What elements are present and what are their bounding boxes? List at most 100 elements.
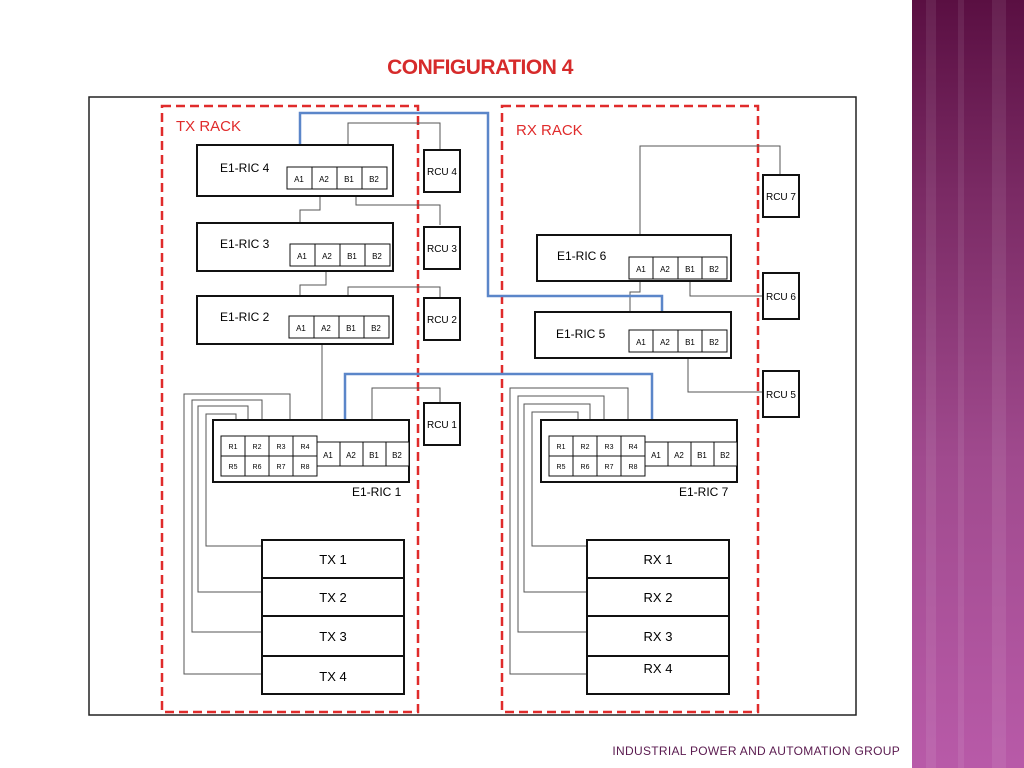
port-b1: B1	[369, 451, 379, 460]
r-port-grid-ric1: R1 R2 R3 R4 R5 R6 R7 R8	[220, 435, 318, 477]
port-group-ric6: A1 A2 B1 B2	[628, 256, 728, 280]
port-a1: A1	[297, 252, 307, 261]
port-a2: A2	[321, 324, 331, 333]
tx-4-label: TX 4	[319, 669, 346, 684]
diagram-frame	[88, 96, 857, 716]
r-port: R8	[301, 464, 310, 471]
port-b2: B2	[369, 175, 379, 184]
port-a1: A1	[294, 175, 304, 184]
ric-2-label: E1-RIC 2	[220, 310, 270, 324]
port-group-ric5: A1 A2 B1 B2	[628, 329, 728, 353]
tx-4-box	[261, 655, 405, 695]
port-a2: A2	[319, 175, 329, 184]
rx-4-label: RX 4	[644, 661, 673, 676]
rx-2-label: RX 2	[644, 590, 673, 605]
port-a1: A1	[636, 265, 646, 274]
gray-wires	[183, 122, 781, 675]
r-port: R1	[229, 444, 238, 451]
port-b2: B2	[392, 451, 402, 460]
configuration-diagram: TX RACK RX RACK RCU 4 RCU 3 R	[88, 96, 857, 716]
rcu-3-box	[423, 226, 461, 270]
rcu-units: RCU 4 RCU 3 RCU 2 RCU 1 RCU 7 RCU 6 RCU …	[423, 149, 800, 446]
port-b2: B2	[720, 451, 730, 460]
rx-2-box	[586, 577, 730, 617]
rcu-2-box	[423, 297, 461, 341]
port-a1: A1	[636, 338, 646, 347]
r-port: R4	[629, 444, 638, 451]
rx-4-box	[586, 655, 730, 695]
port-b2: B2	[709, 338, 719, 347]
r-port: R7	[277, 464, 286, 471]
port-group-ric4: A1 A2 B1 B2	[286, 166, 388, 190]
port-b2: B2	[371, 324, 381, 333]
port-a2: A2	[674, 451, 684, 460]
r-port: R3	[605, 444, 614, 451]
r-port: R1	[557, 444, 566, 451]
ric-1-label: E1-RIC 1	[352, 485, 402, 499]
rx-1-label: RX 1	[644, 552, 673, 567]
rcu-1-box	[423, 402, 461, 446]
tx-stack: TX 1 TX 2 TX 3 TX 4	[261, 539, 405, 695]
rcu-3-label: RCU 3	[427, 244, 457, 255]
tx-3-label: TX 3	[319, 629, 346, 644]
port-b1: B1	[347, 252, 357, 261]
port-a2: A2	[660, 265, 670, 274]
rcu-7-label: RCU 7	[766, 192, 796, 203]
rcu-6-box	[762, 272, 800, 320]
r-port: R2	[581, 444, 590, 451]
port-b1: B1	[697, 451, 707, 460]
port-group-ric3: A1 A2 B1 B2	[289, 243, 391, 267]
ric-5-label: E1-RIC 5	[556, 327, 606, 341]
r-port: R5	[229, 464, 238, 471]
rx-3-box	[586, 615, 730, 657]
port-a1: A1	[323, 451, 333, 460]
tx-rack-label: TX RACK	[176, 118, 241, 135]
ric-7-label: E1-RIC 7	[679, 485, 729, 499]
rcu-5-label: RCU 5	[766, 390, 796, 401]
r-port: R6	[253, 464, 262, 471]
tx-2-label: TX 2	[319, 590, 346, 605]
rcu-4-label: RCU 4	[427, 167, 457, 178]
port-a1: A1	[651, 451, 661, 460]
r-port: R6	[581, 464, 590, 471]
r-port: R2	[253, 444, 262, 451]
tx-3-box	[261, 615, 405, 657]
page-title: CONFIGURATION 4	[387, 56, 573, 79]
port-b1: B1	[346, 324, 356, 333]
rcu-6-label: RCU 6	[766, 292, 796, 303]
rcu-7-box	[762, 174, 800, 218]
footer-text: INDUSTRIAL POWER AND AUTOMATION GROUP	[612, 744, 900, 758]
ric-4-label: E1-RIC 4	[220, 161, 270, 175]
tx-rack-border	[160, 104, 420, 714]
r-port-grid-ric7: R1 R2 R3 R4 R5 R6 R7 R8	[548, 435, 646, 477]
port-a2: A2	[660, 338, 670, 347]
tx-1-label: TX 1	[319, 552, 346, 567]
decorative-sidebar	[912, 0, 1024, 768]
r-port: R5	[557, 464, 566, 471]
r-port: R7	[605, 464, 614, 471]
port-group-ric7: A1 A2 B1 B2	[644, 441, 738, 467]
rcu-2-label: RCU 2	[427, 315, 457, 326]
port-b1: B1	[685, 338, 695, 347]
tx-2-box	[261, 577, 405, 617]
blue-links	[298, 111, 664, 440]
port-b1: B1	[344, 175, 354, 184]
port-b2: B2	[372, 252, 382, 261]
rx-3-label: RX 3	[644, 629, 673, 644]
port-group-ric1: A1 A2 B1 B2	[316, 441, 410, 467]
rcu-1-label: RCU 1	[427, 420, 457, 431]
port-b1: B1	[685, 265, 695, 274]
rcu-4-box	[423, 149, 461, 193]
port-a1: A1	[296, 324, 306, 333]
ric-6-label: E1-RIC 6	[557, 249, 607, 263]
port-group-ric2: A1 A2 B1 B2	[288, 315, 390, 339]
port-a2: A2	[346, 451, 356, 460]
r-port: R8	[629, 464, 638, 471]
rx-rack-label: RX RACK	[516, 122, 583, 139]
rcu-5-box	[762, 370, 800, 418]
port-a2: A2	[322, 252, 332, 261]
rx-1-box	[586, 539, 730, 579]
r-port: R4	[301, 444, 310, 451]
r-port: R3	[277, 444, 286, 451]
rx-rack-border	[500, 104, 760, 714]
